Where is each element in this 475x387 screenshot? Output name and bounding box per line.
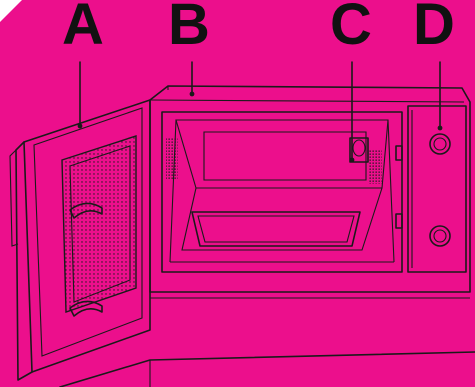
microwave-door xyxy=(10,100,150,380)
cavity-floor xyxy=(192,212,360,246)
control-panel xyxy=(408,106,466,272)
counter-outline xyxy=(60,352,475,387)
timer-knob xyxy=(430,134,450,154)
microwave-body xyxy=(150,86,470,298)
oven-cavity xyxy=(162,112,402,272)
door-latch-holes xyxy=(396,146,402,228)
right-vent xyxy=(368,150,382,184)
power-knob xyxy=(430,226,450,246)
left-vent xyxy=(166,138,178,180)
